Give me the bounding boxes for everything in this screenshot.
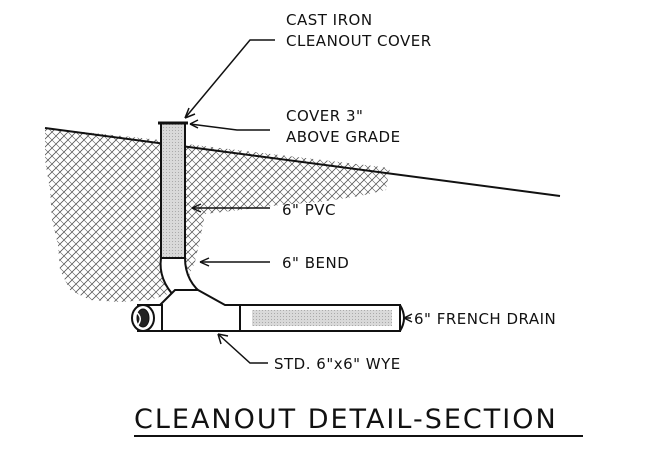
leader-lines (184, 39, 413, 364)
wye-fitting (159, 289, 241, 332)
diagram-title: CLEANOUT DETAIL-SECTION (134, 404, 558, 435)
label-cover-line2: CLEANOUT COVER (286, 32, 432, 50)
label-wye: STD. 6"x6" WYE (274, 355, 401, 373)
label-drain: 6" FRENCH DRAIN (414, 310, 556, 328)
label-grade-line1: COVER 3" (286, 107, 363, 125)
label-cover-line1: CAST IRON (286, 11, 373, 29)
french-drain-pipe-inner (252, 310, 392, 326)
soil-hatch-region (45, 128, 390, 302)
label-bend: 6" BEND (282, 254, 349, 272)
label-grade-line2: ABOVE GRADE (286, 128, 401, 146)
pvc-riser-pipe (160, 122, 186, 259)
grade-line (44, 127, 561, 197)
label-pvc: 6" PVC (282, 201, 336, 219)
